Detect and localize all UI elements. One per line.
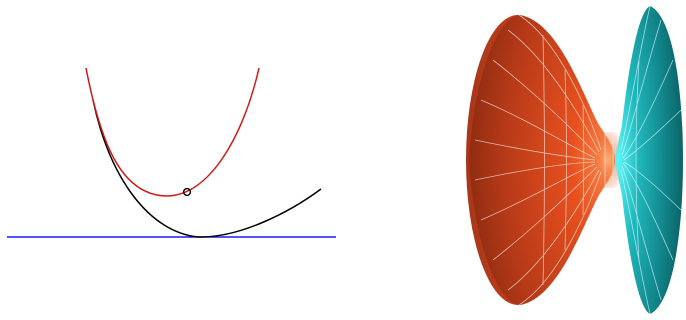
- surface-render: [343, 0, 686, 320]
- curve-diagram-svg: [7, 67, 336, 238]
- left-lobe-surface: [469, 15, 615, 305]
- curve-marker-point: [182, 187, 192, 197]
- right-lobe-surface: [615, 6, 683, 314]
- surface-render-svg: [466, 5, 683, 315]
- right-lobe-mesh: [604, 5, 682, 315]
- left-lobe-mesh: [474, 14, 602, 306]
- lower-curve: [92, 99, 322, 238]
- upper-curve: [85, 67, 260, 197]
- curve-diagram: [7, 67, 336, 238]
